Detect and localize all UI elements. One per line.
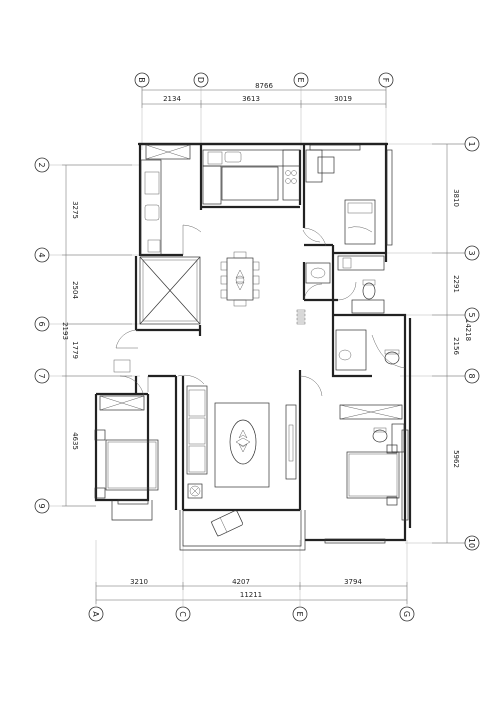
svg-text:4: 4 xyxy=(37,252,46,257)
svg-text:9: 9 xyxy=(37,503,46,508)
left-dimension-3: 2193 xyxy=(61,322,69,340)
right-dimension-2: 2291 xyxy=(452,275,460,293)
living-room xyxy=(177,375,323,537)
axis-marker-right-1: 1 xyxy=(464,136,480,152)
center-bathroom xyxy=(296,255,385,325)
dining-table xyxy=(220,251,260,307)
svg-text:7: 7 xyxy=(37,373,46,378)
svg-text:G: G xyxy=(402,611,411,617)
top-dimension-chain: 8766 2134 3613 3019 xyxy=(141,82,387,108)
left-dimension-5: 4635 xyxy=(71,432,79,450)
top-overall-dimension: 8766 xyxy=(255,82,273,90)
left-dimension-1: 3275 xyxy=(71,201,79,219)
axis-grid-lines xyxy=(50,88,466,606)
svg-text:E: E xyxy=(296,77,305,82)
master-bathroom xyxy=(335,329,406,453)
svg-text:2: 2 xyxy=(37,162,46,167)
right-dimension-chain: 3810 2291 14218 2156 5962 xyxy=(432,143,472,544)
axis-marker-left-7: 7 xyxy=(34,368,50,384)
svg-text:10: 10 xyxy=(467,538,476,548)
exterior-walls xyxy=(94,142,412,551)
windows xyxy=(99,144,409,544)
axis-marker-right-10: 10 xyxy=(464,535,480,551)
left-dimension-2: 2504 xyxy=(71,281,79,299)
svg-text:8: 8 xyxy=(467,373,476,378)
axis-marker-left-9: 9 xyxy=(34,498,50,514)
top-dimension-3: 3019 xyxy=(334,95,352,103)
svg-text:B: B xyxy=(137,77,146,83)
left-axis-markers: 2 4 6 7 9 xyxy=(34,157,50,514)
axis-marker-top-d: D xyxy=(193,72,209,88)
svg-text:F: F xyxy=(381,78,390,83)
small-bedroom xyxy=(303,149,376,247)
svg-text:A: A xyxy=(91,611,100,617)
svg-text:D: D xyxy=(196,77,205,83)
bottom-dimension-2: 4207 xyxy=(232,578,250,586)
right-overall-dimension: 14218 xyxy=(464,319,472,341)
right-dimension-4: 5962 xyxy=(452,450,460,468)
svg-text:6: 6 xyxy=(37,321,46,326)
right-dimension-1: 3810 xyxy=(452,189,460,207)
axis-marker-left-2: 2 xyxy=(34,157,50,173)
stair-void xyxy=(139,256,201,325)
axis-marker-left-4: 4 xyxy=(34,247,50,263)
bottom-dimension-1: 3210 xyxy=(130,578,148,586)
axis-marker-top-f: F xyxy=(378,72,394,88)
axis-marker-right-8: 8 xyxy=(464,368,480,384)
top-axis-markers: B D E F xyxy=(134,72,394,88)
axis-marker-right-5: 5 xyxy=(464,307,480,323)
left-dimension-4: 1779 xyxy=(71,341,79,359)
axis-marker-right-3: 3 xyxy=(464,245,480,261)
bottom-axis-markers: A C E G xyxy=(88,606,415,622)
top-dimension-2: 3613 xyxy=(242,95,260,103)
master-bedroom xyxy=(346,444,400,506)
right-dimension-3: 2156 xyxy=(452,337,460,355)
axis-marker-bottom-g: G xyxy=(399,606,415,622)
kitchen xyxy=(140,149,301,256)
svg-text:1: 1 xyxy=(467,141,476,146)
west-bedroom xyxy=(94,359,159,499)
top-dimension-1: 2134 xyxy=(163,95,181,103)
svg-text:C: C xyxy=(178,611,187,617)
svg-text:3: 3 xyxy=(467,250,476,255)
bottom-dimension-chain: 3210 4207 3794 11211 xyxy=(95,578,408,604)
interior-walls xyxy=(96,144,372,512)
axis-marker-bottom-e: E xyxy=(292,606,308,622)
axis-marker-top-b: B xyxy=(134,72,150,88)
axis-marker-left-6: 6 xyxy=(34,316,50,332)
right-axis-markers: 1 3 5 8 10 xyxy=(464,136,480,551)
bottom-dimension-3: 3794 xyxy=(344,578,362,586)
axis-marker-bottom-c: C xyxy=(175,606,191,622)
axis-marker-bottom-a: A xyxy=(88,606,104,622)
bottom-overall-dimension: 11211 xyxy=(240,591,262,599)
svg-text:E: E xyxy=(295,611,304,616)
axis-marker-top-e: E xyxy=(293,72,309,88)
svg-text:5: 5 xyxy=(467,312,476,317)
